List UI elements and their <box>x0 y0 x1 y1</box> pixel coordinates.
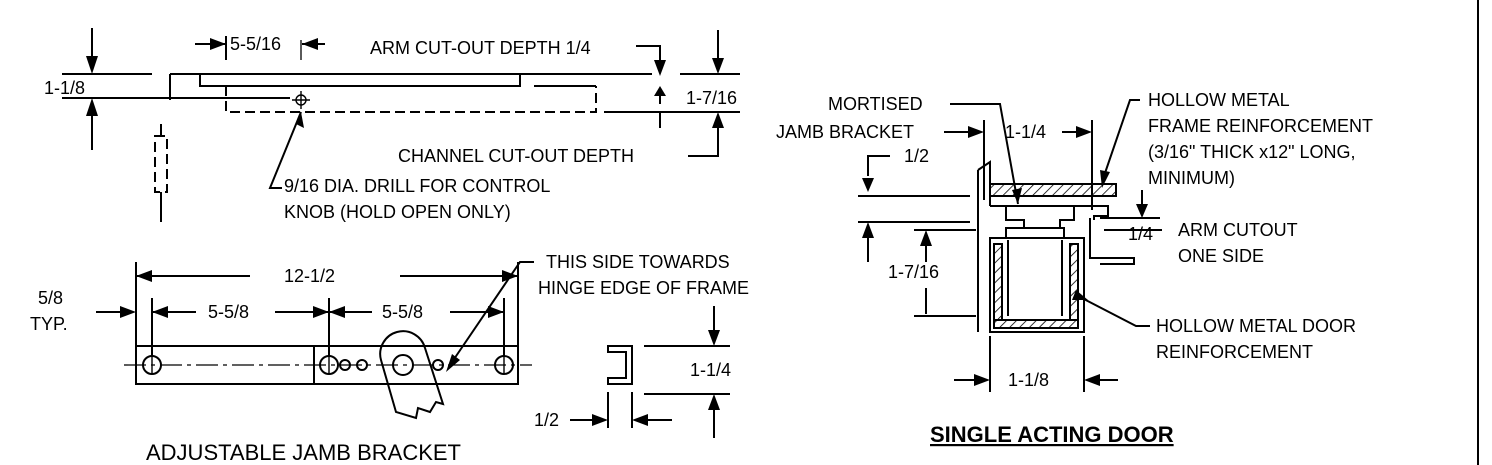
channel-cutout-hidden <box>225 86 597 113</box>
arrow <box>446 354 460 372</box>
hollow-door-line2: REINFORCEMENT <box>1156 342 1313 362</box>
small-hole-icon <box>339 359 351 371</box>
frame-return <box>1074 205 1109 220</box>
jamb-edge-hidden <box>154 135 168 193</box>
this-side-line1: THIS SIDE TOWARDS <box>546 252 730 272</box>
arrow <box>1072 290 1088 300</box>
arrow <box>862 178 874 192</box>
hollow-frame-line2: FRAME REINFORCEMENT <box>1148 116 1373 136</box>
leader-line <box>1103 99 1140 177</box>
single-acting-door-section: MORTISED JAMB BRACKET 1-1/4 1/2 1-7/16 <box>776 90 1373 447</box>
dim-5-5-8-right-label: 5-5/8 <box>382 302 423 322</box>
dim-1-1-8-label: 1-1/8 <box>44 78 85 98</box>
arrow <box>313 306 329 318</box>
dim-1-7-16-label: 1-7/16 <box>888 262 939 282</box>
arrow <box>968 126 984 138</box>
arrow <box>654 86 666 96</box>
arrow <box>329 306 345 318</box>
arrow <box>1084 374 1100 386</box>
adjustable-jamb-bracket-view: 12-1/2 5-5/8 5-5/8 5/8 TYP. <box>30 252 749 465</box>
dim-line <box>867 155 890 176</box>
leader-line <box>268 111 302 189</box>
door-outline <box>989 237 1085 333</box>
leader-line <box>688 140 719 157</box>
jamb-bracket <box>1005 205 1075 229</box>
frame-reinforcement <box>989 183 1117 197</box>
arm-cutout-depth-label: ARM CUT-OUT DEPTH 1/4 <box>370 38 591 58</box>
arm-cutout <box>1089 218 1135 265</box>
this-side-line2: HINGE EDGE OF FRAME <box>538 278 749 298</box>
pivot-hole-icon <box>392 354 414 376</box>
arrow <box>86 98 98 116</box>
arrow <box>708 394 720 410</box>
channel-end-view <box>607 345 633 385</box>
hollow-frame-line1: HOLLOW METAL <box>1148 90 1290 110</box>
small-hole-icon <box>356 359 368 371</box>
dim-1-1-8-label: 1-1/8 <box>1008 370 1049 390</box>
arrow <box>974 374 990 386</box>
leader-line <box>449 261 534 366</box>
arrow <box>712 112 724 128</box>
arrow <box>1076 126 1092 138</box>
arrow <box>488 306 504 318</box>
door-reinforcement-right <box>1069 243 1079 321</box>
arrow <box>712 58 724 74</box>
door-reinforcement-left <box>993 243 1003 321</box>
arrow <box>592 414 608 426</box>
dim-5-5-16-label: 5-5/16 <box>230 34 281 54</box>
arm-cutout-line2: ONE SIDE <box>1178 246 1264 266</box>
dim-1-2-label: 1/2 <box>534 410 559 430</box>
top-view: 1-1/8 5-5/16 ARM CUT-OUT DEPTH 1/4 1- <box>44 28 740 222</box>
hollow-door-line1: HOLLOW METAL DOOR <box>1156 316 1356 336</box>
arrow <box>920 230 932 246</box>
typ-label: TYP. <box>30 314 68 334</box>
arrow <box>862 222 874 238</box>
arrow <box>120 306 136 318</box>
arrow <box>136 270 152 282</box>
drill-note-line2: KNOB (HOLD OPEN ONLY) <box>284 202 511 222</box>
dim-1-2-label: 1/2 <box>904 146 929 166</box>
dim-5-5-8-left-label: 5-5/8 <box>208 302 249 322</box>
dim-1-4-label: 1/4 <box>1128 224 1153 244</box>
section-title: SINGLE ACTING DOOR <box>930 422 1174 447</box>
arrow <box>296 112 304 128</box>
arrow <box>1100 170 1110 188</box>
arrow <box>86 56 98 74</box>
channel-cutout-label: CHANNEL CUT-OUT DEPTH <box>398 146 634 166</box>
leader-line <box>1077 295 1150 327</box>
small-hole-icon <box>432 359 444 371</box>
arrow <box>708 330 720 346</box>
hollow-frame-line3: (3/16" THICK x12" LONG, <box>1148 142 1356 162</box>
door-reinforcement-bottom <box>993 319 1079 329</box>
pivot-arm <box>379 330 445 420</box>
bracket-channel <box>1005 227 1065 239</box>
mortised-line2: JAMB BRACKET <box>776 122 914 142</box>
dim-1-7-16-label: 1-7/16 <box>686 88 737 108</box>
dim-1-1-4-label: 1-1/4 <box>690 360 731 380</box>
hollow-frame-line4: MINIMUM) <box>1148 168 1235 188</box>
bracket-title: ADJUSTABLE JAMB BRACKET <box>146 440 461 465</box>
arrow <box>302 38 318 50</box>
drill-note-line1: 9/16 DIA. DRILL FOR CONTROL <box>284 176 550 196</box>
arm-cutout-line1: ARM CUTOUT <box>1178 220 1298 240</box>
leader-line <box>950 103 1019 205</box>
arrow <box>1136 204 1148 218</box>
arrow <box>654 60 666 76</box>
dim-12-1-2-label: 12-1/2 <box>284 266 335 286</box>
dim-1-1-4-label: 1-1/4 <box>1005 122 1046 142</box>
arrow <box>632 414 648 426</box>
arrow <box>210 38 226 50</box>
mortised-line1: MORTISED <box>828 94 923 114</box>
arm-cutout-outline <box>199 74 521 87</box>
arrow <box>152 306 168 318</box>
dim-5-8-label: 5/8 <box>38 288 63 308</box>
